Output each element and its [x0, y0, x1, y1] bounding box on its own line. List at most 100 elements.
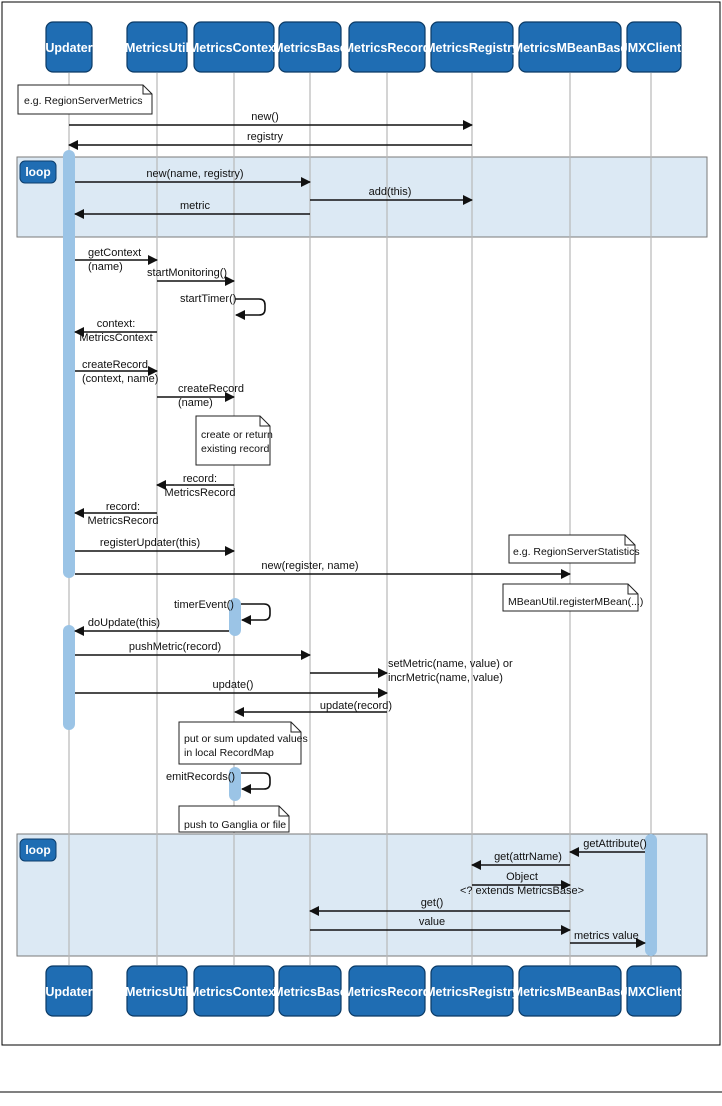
text-line: <? extends MetricsBase> — [460, 885, 584, 897]
text-line: existing record — [201, 443, 269, 455]
text-line: getAttribute() — [583, 838, 647, 850]
svg-text:MBeanUtil.registerMBean(...): MBeanUtil.registerMBean(...) — [508, 596, 643, 608]
text-line: (name) — [88, 261, 123, 273]
text-line: createRecord — [82, 359, 148, 371]
participant-label-metricsbase-bottom: MetricsBase — [273, 985, 347, 999]
text-line: setMetric(name, value) or — [388, 658, 513, 670]
msg-label-getcontext: getContext (name) — [88, 247, 141, 273]
participant-box-metricsutil-top — [126, 21, 188, 73]
text-line: update(record) — [320, 700, 392, 712]
text-line: metrics value — [574, 930, 639, 942]
text-line: (context, name) — [82, 373, 158, 385]
text-line: e.g. RegionServerMetrics — [24, 95, 142, 107]
msg-label-getattribute: getAttribute() — [583, 838, 647, 850]
msg-label-startmonitoring: startMonitoring() — [147, 267, 227, 279]
text-line: get() — [421, 897, 444, 909]
loop-label-2: loop — [25, 843, 50, 857]
msg-label-get: get() — [421, 897, 444, 909]
text-line: MetricsRecord — [88, 515, 159, 527]
text-line: emitRecords() — [166, 771, 235, 783]
participant-label-metricsrecord-bottom: MetricsRecord — [344, 985, 431, 999]
participant-label-metricsmbeanbase-bottom: MetricsMBeanBase — [513, 985, 628, 999]
participant-box-metricsbase-top — [278, 21, 342, 73]
participant-label-metricsutil-bottom: MetricsUtil — [125, 985, 189, 999]
participant-box-metricsregistry-top — [430, 21, 514, 73]
activation-updater-1 — [63, 150, 75, 578]
participant-box-updater-top — [45, 21, 93, 73]
text-line: MetricsContext — [79, 332, 152, 344]
text-line: record: — [183, 473, 217, 485]
participant-box-metricsbase-bottom — [278, 965, 342, 1017]
msg-label-registry: registry — [247, 131, 284, 143]
msg-label-value: value — [419, 916, 445, 928]
text-line: Object — [506, 871, 538, 883]
text-line: startTimer() — [180, 293, 236, 305]
msg-label-new: new() — [251, 111, 279, 123]
msg-arrow-emitrecords — [241, 772, 271, 794]
note-create-or-return-record: create or return existing record — [195, 415, 273, 466]
participant-label-jmxclient-top: JMXClient — [621, 41, 682, 55]
participant-box-metricscontext-bottom — [193, 965, 275, 1017]
svg-text:e.g. RegionServerMetrics: e.g. RegionServerMetrics — [24, 95, 142, 107]
participant-label-metricsutil-top: MetricsUtil — [125, 41, 189, 55]
text-line: doUpdate(this) — [88, 617, 160, 629]
loop-fragment-2: loop — [16, 833, 708, 957]
msg-label-add-this: add(this) — [369, 186, 412, 198]
msg-label-setmetric: setMetric(name, value) or incrMetric(name… — [388, 658, 513, 684]
participant-box-metricscontext-top — [193, 21, 275, 73]
participant-box-metricsmbeanbase-bottom — [518, 965, 622, 1017]
participant-box-metricsutil-bottom — [126, 965, 188, 1017]
text-line: createRecord — [178, 383, 244, 395]
msg-label-doupdate: doUpdate(this) — [88, 617, 160, 629]
text-line: incrMetric(name, value) — [388, 672, 503, 684]
participant-label-metricsmbeanbase-top: MetricsMBeanBase — [513, 41, 628, 55]
text-line: add(this) — [369, 186, 412, 198]
msg-arrow-starttimer — [235, 298, 266, 320]
msg-label-get-attrname: get(attrName) — [494, 851, 562, 863]
msg-label-starttimer: startTimer() — [180, 293, 236, 305]
activation-context-1 — [229, 598, 241, 636]
participant-box-jmxclient-top — [626, 21, 682, 73]
msg-label-createrecord-1: createRecord (context, name) — [82, 359, 158, 385]
participant-box-metricsrecord-bottom — [348, 965, 426, 1017]
participant-label-metricsregistry-top: MetricsRegistry — [425, 41, 519, 55]
svg-text:e.g. RegionServerStatistics: e.g. RegionServerStatistics — [513, 546, 640, 558]
participant-label-updater-top: Updater — [45, 41, 92, 55]
msg-label-record-return-1: record:MetricsRecord — [165, 473, 236, 499]
msg-label-createrecord-2: createRecord(name) — [178, 383, 244, 409]
loop-tag-2 — [19, 838, 57, 862]
activation-updater-2 — [63, 625, 75, 730]
note-push-to-ganglia: push to Ganglia or file — [178, 805, 290, 833]
text-line: e.g. RegionServerStatistics — [513, 546, 640, 558]
text-line: getContext — [88, 247, 141, 259]
text-line: record: — [106, 501, 140, 513]
loop-fragment-1: loop — [16, 156, 708, 238]
note-region-server-statistics: e.g. RegionServerStatistics — [508, 534, 640, 564]
msg-label-context-return: context:MetricsContext — [79, 318, 152, 344]
participant-label-metricsregistry-bottom: MetricsRegistry — [425, 985, 519, 999]
messages: new() registry new(name, registry) add(t… — [68, 111, 647, 948]
notes: e.g. RegionServerMetrics create or retur… — [17, 84, 643, 833]
participant-label-metricscontext-bottom: MetricsContext — [189, 985, 280, 999]
activation-context-2 — [229, 767, 241, 801]
loop-label-1: loop — [25, 165, 50, 179]
msg-label-object-return: Object <? extends MetricsBase> — [460, 871, 584, 897]
svg-text:push to Ganglia or file: push to Ganglia or file — [184, 819, 286, 831]
text-line: create or return — [201, 429, 273, 441]
participant-box-metricsmbeanbase-top — [518, 21, 622, 73]
msg-label-new-register-name: new(register, name) — [261, 560, 358, 572]
text-line: MBeanUtil.registerMBean(...) — [508, 596, 643, 608]
text-line: new() — [251, 111, 279, 123]
text-line: update() — [213, 679, 254, 691]
participant-box-updater-bottom — [45, 965, 93, 1017]
activation-jmxclient — [645, 834, 657, 956]
text-line: put or sum updated values — [184, 733, 308, 745]
msg-label-emitrecords: emitRecords() — [166, 771, 235, 783]
text-line: new(name, registry) — [146, 168, 243, 180]
